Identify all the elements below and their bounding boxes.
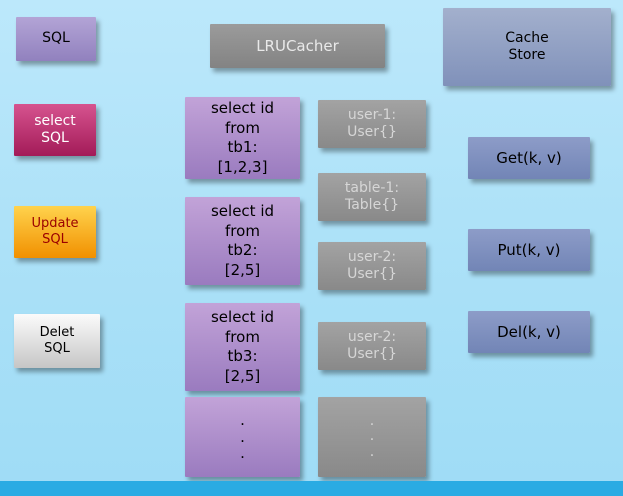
delete-sql-line2: SQL [44, 341, 70, 356]
query-box-ellipsis: . . . [185, 397, 300, 477]
query-line: tb2: [227, 241, 258, 259]
query-line: [2,5] [224, 366, 261, 385]
cache-line: Table{} [344, 197, 400, 213]
ellipsis-dot: . [240, 427, 245, 446]
ellipsis-dot: . [369, 412, 375, 429]
query-line: tb1: [227, 138, 258, 156]
cache-line: User{} [347, 346, 397, 362]
delete-sql-line1: Delet [39, 324, 75, 340]
update-sql-line1: Update [31, 215, 79, 231]
ellipsis-dot: . [369, 428, 375, 445]
bottom-border-band [0, 481, 623, 496]
query-line: [2,5] [224, 260, 261, 279]
cache-box-user-1: user-1: User{} [318, 100, 426, 148]
query-line: tb3: [227, 347, 258, 365]
put-op-label: Put(k, v) [497, 240, 561, 259]
query-line: select id [210, 202, 275, 220]
query-box-tb2: select id from tb2: [2,5] [185, 197, 300, 285]
select-sql-line2: SQL [41, 130, 69, 146]
cache-store-line2: Store [508, 47, 546, 63]
lru-cacher-header: LRUCacher [210, 24, 385, 68]
query-box-tb3: select id from tb3: [2,5] [185, 303, 300, 391]
cache-line: table-1: [344, 179, 400, 196]
select-sql-box: select SQL [14, 104, 96, 156]
del-op-box: Del(k, v) [468, 311, 590, 353]
cache-box-table-1: table-1: Table{} [318, 173, 426, 221]
cache-line: User{} [347, 124, 397, 140]
get-op-box: Get(k, v) [468, 137, 590, 179]
put-op-box: Put(k, v) [468, 229, 590, 271]
cache-line: User{} [347, 266, 397, 282]
query-line: [1,2,3] [217, 157, 268, 176]
query-line: from [225, 327, 260, 346]
cache-box-user-2: user-2: User{} [318, 242, 426, 290]
cache-box-user-2-second: user-2: User{} [318, 322, 426, 370]
select-sql-line1: select [34, 112, 76, 129]
cache-store-box: Cache Store [443, 8, 611, 86]
query-line: from [225, 221, 260, 240]
del-op-label: Del(k, v) [497, 322, 561, 341]
update-sql-box: Update SQL [14, 206, 96, 258]
ellipsis-dot: . [240, 444, 245, 463]
ellipsis-dot: . [240, 411, 245, 430]
cache-line: user-1: [347, 106, 397, 123]
get-op-label: Get(k, v) [496, 148, 562, 167]
delete-sql-box: Delet SQL [14, 314, 100, 368]
sql-box-label: SQL [42, 30, 70, 47]
cache-box-ellipsis: . . . [318, 397, 426, 477]
query-line: select id [210, 308, 275, 326]
query-box-tb1: select id from tb1: [1,2,3] [185, 97, 300, 179]
cache-store-line1: Cache [505, 29, 549, 46]
sql-box: SQL [16, 17, 96, 61]
query-line: from [225, 118, 260, 137]
cache-line: user-2: [347, 328, 397, 345]
query-line: select id [210, 99, 275, 117]
lru-cacher-label: LRUCacher [256, 36, 339, 55]
update-sql-line2: SQL [42, 232, 68, 247]
ellipsis-dot: . [369, 443, 375, 460]
cache-line: user-2: [347, 248, 397, 265]
